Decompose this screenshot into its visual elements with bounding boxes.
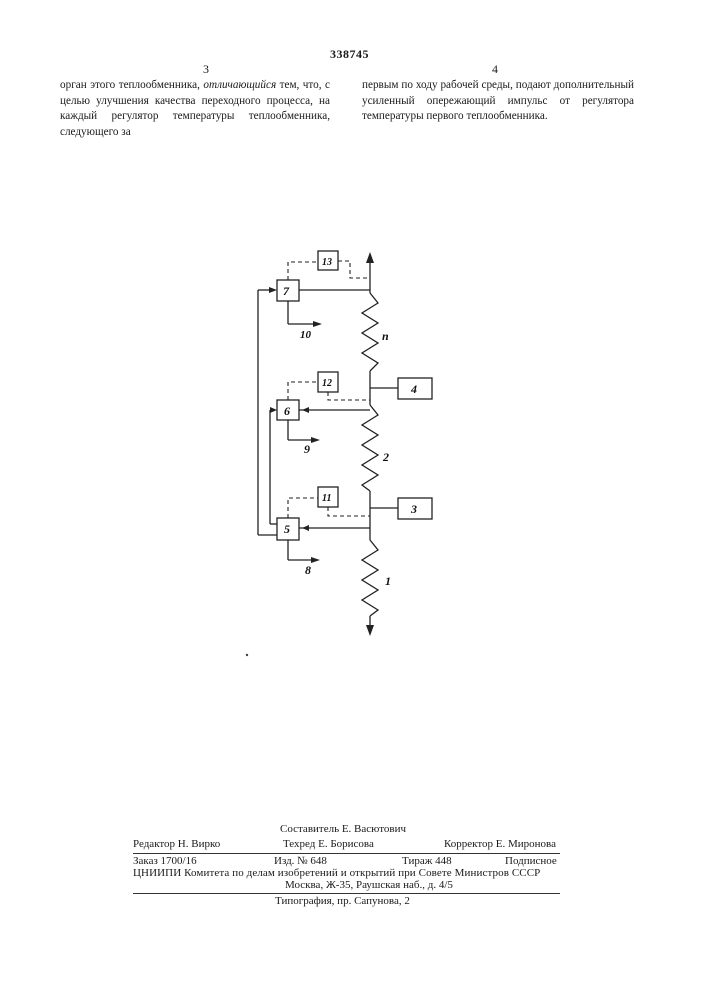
label-n: n — [382, 329, 389, 343]
composer: Составитель Е. Васютович — [280, 823, 406, 835]
footer-divider-top — [133, 853, 560, 854]
subscription: Подписное — [505, 855, 557, 867]
heat-exchanger-n — [362, 293, 378, 371]
flow-arrow-up — [366, 252, 374, 263]
edition: Изд. № 648 — [274, 855, 327, 867]
corrector: Корректор Е. Миронова — [444, 838, 556, 850]
label-13: 13 — [322, 257, 332, 268]
signal-11-line — [328, 507, 370, 516]
order: Заказ 1700/16 — [133, 855, 197, 867]
label-8: 8 — [305, 563, 311, 577]
signal-11-5 — [288, 498, 318, 518]
label-2: 2 — [382, 450, 389, 464]
organization-line-1: ЦНИИПИ Комитета по делам изобретений и о… — [133, 867, 540, 879]
organization-line-2: Москва, Ж-35, Раушская наб., д. 4/5 — [285, 879, 453, 891]
label-7: 7 — [283, 284, 290, 298]
signal-12-line — [328, 392, 370, 400]
signal-13-line — [338, 261, 370, 278]
label-11: 11 — [322, 493, 331, 504]
circulation: Тираж 448 — [402, 855, 452, 867]
heat-exchanger-2 — [362, 405, 378, 491]
label-10: 10 — [300, 329, 312, 341]
label-1: 1 — [385, 574, 391, 588]
heat-exchanger-1 — [362, 540, 378, 616]
label-9: 9 — [304, 442, 310, 456]
label-12: 12 — [322, 378, 332, 389]
speck — [246, 654, 248, 656]
techred: Техред Е. Борисова — [283, 838, 374, 850]
footer-divider-bottom — [133, 893, 560, 894]
label-6: 6 — [284, 404, 290, 418]
label-4: 4 — [410, 382, 417, 396]
printing-house: Типография, пр. Сапунова, 2 — [275, 895, 410, 907]
editor: Редактор Н. Вирко — [133, 838, 220, 850]
flow-arrow-down — [366, 625, 374, 636]
signal-12-6 — [288, 382, 318, 400]
label-5: 5 — [284, 522, 290, 536]
label-3: 3 — [410, 502, 417, 516]
signal-13-7 — [288, 262, 318, 280]
